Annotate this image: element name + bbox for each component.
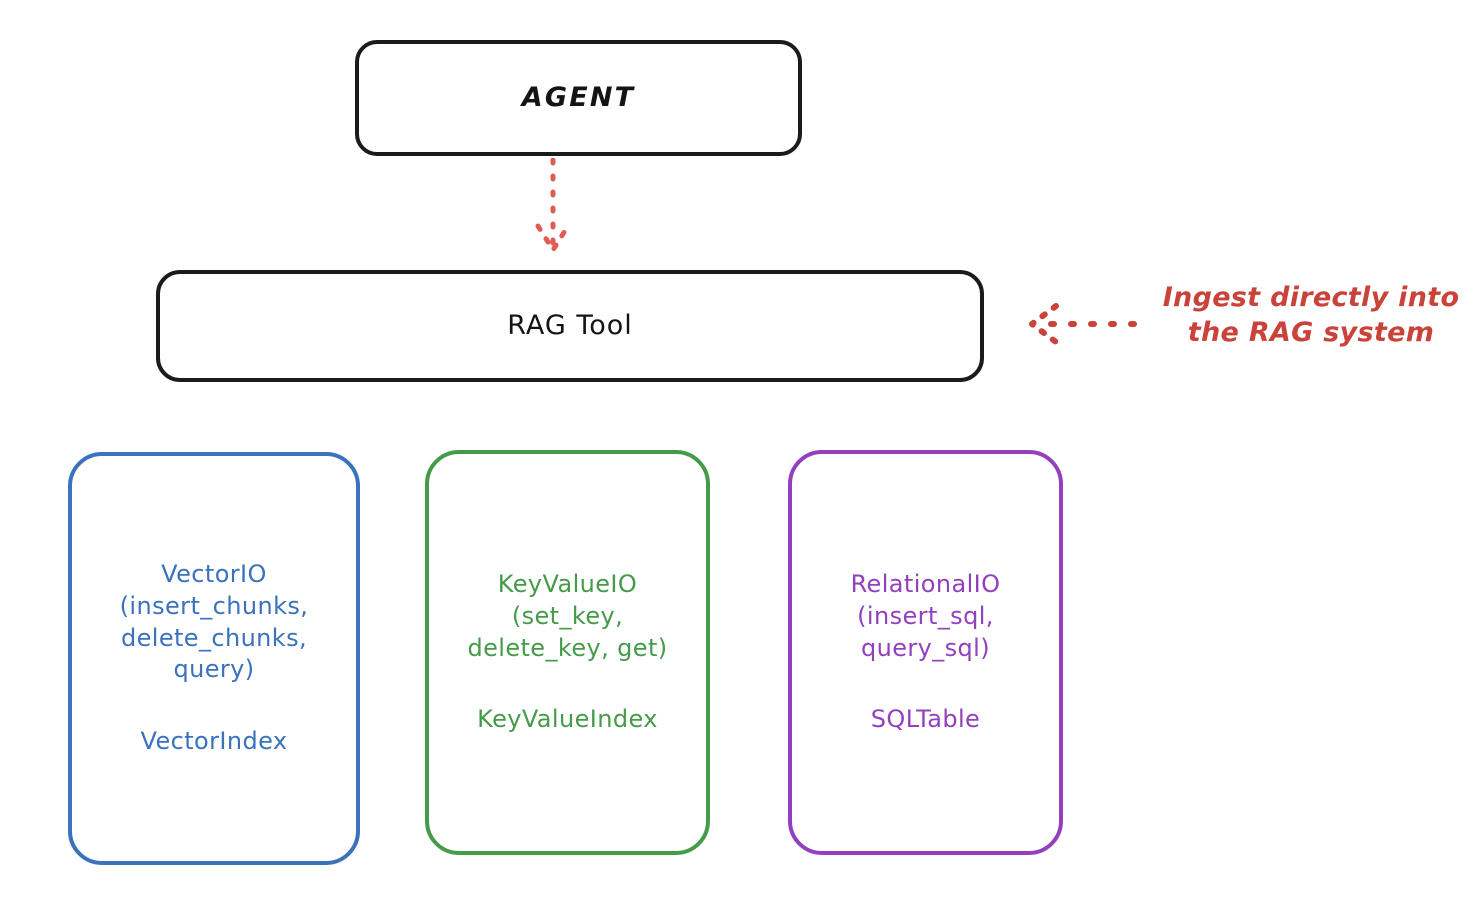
- node-relational-io[interactable]: RelationalIO (insert_sql, query_sql) SQL…: [788, 450, 1063, 855]
- node-key-value-io[interactable]: KeyValueIO (set_key, delete_key, get) Ke…: [425, 450, 710, 855]
- node-vector-io-methods: VectorIO (insert_chunks, delete_chunks, …: [119, 560, 309, 684]
- node-key-value-io-methods: KeyValueIO (set_key, delete_key, get): [467, 570, 668, 662]
- connector-agent-to-rag-tool: [535, 158, 571, 253]
- node-relational-io-table: SQLTable: [870, 705, 981, 734]
- node-rag-tool[interactable]: RAG Tool: [156, 270, 984, 382]
- node-agent[interactable]: AGENT: [355, 40, 802, 156]
- node-relational-io-methods: RelationalIO (insert_sql, query_sql): [850, 570, 1001, 662]
- node-key-value-io-index: KeyValueIndex: [477, 705, 658, 734]
- node-agent-label: AGENT: [521, 82, 636, 114]
- node-rag-tool-label: RAG Tool: [507, 310, 633, 342]
- annotation-ingest: Ingest directly into the RAG system: [1162, 282, 1460, 349]
- node-vector-io-index: VectorIndex: [140, 727, 288, 755]
- connector-ingest-arrow: [1029, 303, 1137, 345]
- node-vector-io[interactable]: VectorIO (insert_chunks, delete_chunks, …: [68, 452, 360, 865]
